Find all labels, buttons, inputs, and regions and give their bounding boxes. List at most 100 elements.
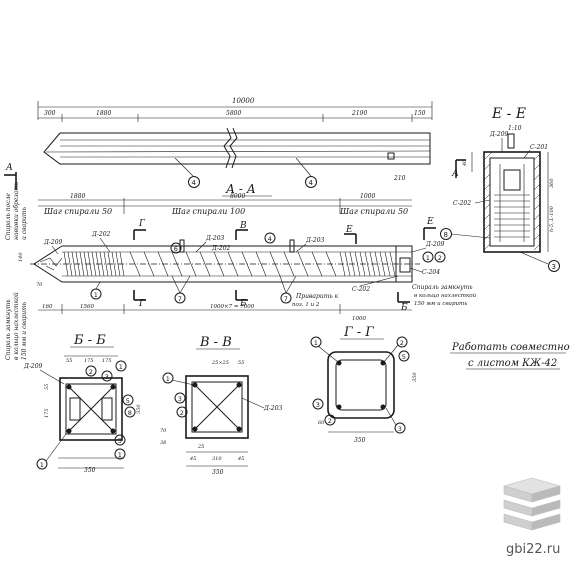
callout-1-bb-left: 1 [40,461,44,469]
section-title-aa: А - А [225,182,256,196]
callout-1-gg: 1 [314,339,318,347]
dim-350-vv: 350 [212,469,224,476]
left-note-3: 150 мм и сварить [21,302,28,360]
work-note-1: Работать совместно [451,342,570,353]
dim-175-bb-b: 175 [102,358,112,364]
dim-350-bb: 350 [84,467,96,474]
dim-seg-1880: 1880 [96,110,111,117]
spiral-note-1: Спираль замкнуть [412,284,473,291]
section-title-vv: В - В [199,335,232,350]
dim-175-bb-v: 175 [44,408,50,418]
section-title-ee: Е - Е [491,106,526,122]
callout-2-gg: 2 [400,339,404,347]
dim-h-ee: h-5, L-100 [549,205,555,232]
label-d209-ee: Д-209 [489,131,509,138]
dim-310-vv: 310 [212,456,222,462]
section-scale: 1:10 [508,125,522,132]
left-note-2: в кольцо нахлесткой [13,292,20,360]
label-c201: С-201 [530,144,548,151]
label-d203-vv: Д-203 [263,405,283,412]
callout-3-bb: 3 [105,373,109,381]
left-note-4: Спираль после [5,193,12,240]
callout-3-bb-bot: 3 [118,437,122,445]
site-name: gbi22.ru [506,542,560,557]
callout-3-gg-b: 3 [398,425,402,433]
dim-1560: 1560 [80,304,94,310]
callout-5-gg: 5 [402,353,406,361]
dim-seg-5800: 5800 [226,110,241,117]
callout-5-bb: 5 [126,397,130,405]
cut-mark-g-top: Г [138,219,146,229]
dim-seg-2190: 2190 [351,110,367,117]
dim-70-vv: 70 [160,428,167,434]
dim-175-bb-a: 175 [84,358,94,364]
section-ee: Е - Е 1:10 Д-209 С-2 [440,106,560,272]
label-c202-ee: С-202 [453,200,471,207]
dim-350-bb-v: 350 [136,404,142,414]
callout-2-cage-r: 2 [438,254,442,262]
spiral-step-50-left: Шаг спирали 50 [43,207,112,216]
callout-1-cage: 1 [94,291,98,299]
dim-160: 160 [42,304,53,310]
dim-cage-1000: 1000 [360,193,375,200]
dim-total-length: 10000 [232,97,255,105]
callout-4-b: 4 [309,179,314,187]
section-vv: В - В 25×25 55 1 3 2 Д-203 70 38 25 45 3… [160,335,283,476]
cut-mark-e-top: Е [345,225,353,235]
callout-4-a: 4 [192,179,197,187]
section-bb: Б - Б Д-209 55 175 175 2 3 1 5 8 3 1 1 3… [23,333,142,474]
label-c204: С-204 [422,269,440,276]
callout-2-gg-b: 2 [328,417,332,425]
callout-3-vv: 3 [178,395,182,403]
dim-seg-150: 150 [414,110,426,117]
spiral-note-3: 150 мм и сварить [414,301,467,307]
left-notes: Спираль после навивки обрезать и сварить… [5,182,28,360]
label-d202-cage-left: Д-202 [91,231,111,238]
dim-25x25: 25×25 [211,360,229,366]
dim-cage-8000: 8000 [230,193,245,200]
dim-55-vv: 55 [238,360,244,366]
cut-mark-b-right: Б [400,303,408,313]
label-d203-cage-b: Д-203 [305,237,325,244]
callout-7-cage-b: 7 [284,295,288,303]
cut-mark-g-bottom: Г [138,299,146,309]
callout-2-bb-top: 2 [89,368,93,376]
callout-1-cage-r: 1 [426,254,430,262]
section-mark-a-left: А [5,163,13,173]
cut-mark-v-top: В [239,221,247,231]
label-d209-bb: Д-209 [23,363,43,370]
dim-60-gg: 60 [318,420,325,426]
dim-seg-300: 300 [44,110,56,117]
callout-3-gg: 3 [316,401,320,409]
dim-55-bb-v: 55 [44,384,50,390]
callout-1-bb-top: 1 [119,363,123,371]
left-note-1: Спираль замкнуть [5,299,12,360]
logo-icon [502,477,562,531]
callout-8-bb: 8 [128,409,132,417]
callout-7-cage-a: 7 [178,295,182,303]
label-d209-cage-right: Д-209 [425,241,445,248]
callout-2-vv: 2 [180,409,184,417]
spiral-step-50-right: Шаг спирали 50 [339,207,408,216]
dim-55-bb: 55 [66,358,72,364]
section-title-bb: Б - Б [73,333,106,348]
dim-cage-1880: 1880 [70,193,85,200]
dim-70: 70 [36,282,43,288]
dim-350-gg: 350 [354,437,366,444]
dim-38-vv: 38 [160,440,166,446]
callout-1-vv: 1 [166,375,170,383]
section-gg: Г - Г 1 2 5 3 2 3 350 60 350 [310,325,418,444]
dim-360-ee: 360 [549,178,555,188]
left-note-5: навивки обрезать [13,182,20,240]
left-note-6: и сварить [21,207,28,240]
sheet-note: Работать совместно с листом КЖ-42 [450,342,570,370]
dim-cage-1000-bottom: 1000 [352,316,366,322]
dim-350-gg-v: 350 [412,372,418,382]
weld-note-2: поз. 1 и 2 [292,302,320,308]
spiral-step-100: Шаг спирали 100 [171,207,245,216]
reinforcement-cage: 1880 8000 1000 Шаг спирали 50 Шаг спирал… [18,193,477,322]
label-c202-cage: С-202 [352,286,370,293]
label-d203-cage-a: Д-203 [205,235,225,242]
